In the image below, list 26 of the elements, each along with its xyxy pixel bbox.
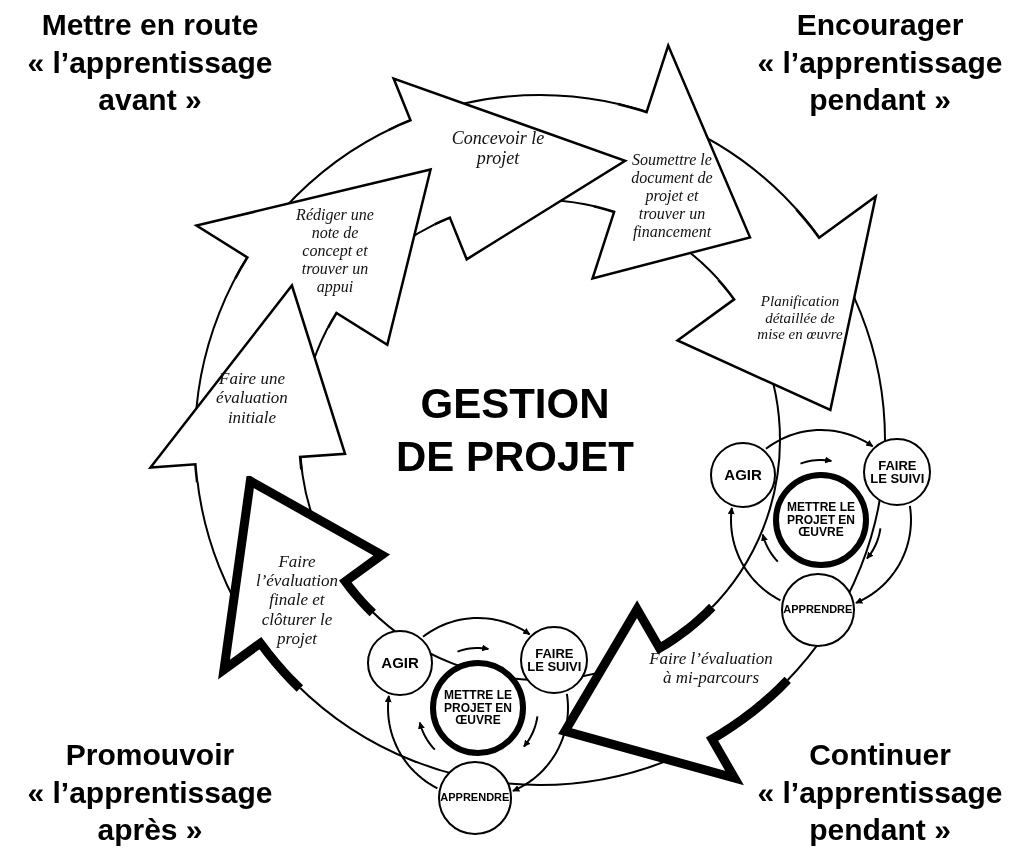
phase-heading: Mettre en route « l’apprentissage avant » — [26, 7, 274, 118]
step-label: Faire l’évaluation à mi-parcours — [648, 647, 774, 689]
cycle-arrow — [727, 506, 782, 602]
step-label: Rédiger une note de concept et trouver un appui — [295, 205, 375, 297]
step-label: Planification détaillée de mise en œuvre — [756, 291, 844, 345]
stage-circle: METTRE LE PROJET EN ŒUVRE — [430, 660, 526, 756]
cycle-arrow — [854, 504, 912, 604]
step-label: Concevoir le projet — [450, 126, 546, 170]
stage-circle: AGIR — [710, 442, 777, 508]
cycle-arrow — [421, 617, 531, 638]
cycle-arrow — [764, 429, 874, 450]
stage-circle: APPRENDRE — [780, 572, 855, 647]
phase-heading: Promouvoir « l’apprentissage après » — [26, 737, 274, 848]
step-label: Soumettre le document de projet et trouver un financement — [630, 150, 714, 243]
phase-heading: Continuer « l’apprentissage pendant » — [756, 737, 1004, 848]
cycle-arrow — [511, 692, 569, 792]
step-label: Faire l’évaluation finale et clôturer le projet — [254, 551, 340, 650]
stage-circle: AGIR — [367, 630, 434, 696]
phase-heading: Encourager « l’apprentissage pendant » — [756, 7, 1004, 118]
cycle-arrow — [384, 694, 439, 790]
stage-circle: APPRENDRE — [437, 760, 512, 835]
stage-circle: FAIRE LE SUIVI — [520, 626, 589, 695]
center-title: GESTION DE PROJET — [394, 379, 636, 482]
step-label: Faire une évaluation initiale — [215, 368, 289, 429]
stage-circle: METTRE LE PROJET EN ŒUVRE — [773, 472, 869, 568]
stage-circle: FAIRE LE SUIVI — [863, 438, 932, 507]
